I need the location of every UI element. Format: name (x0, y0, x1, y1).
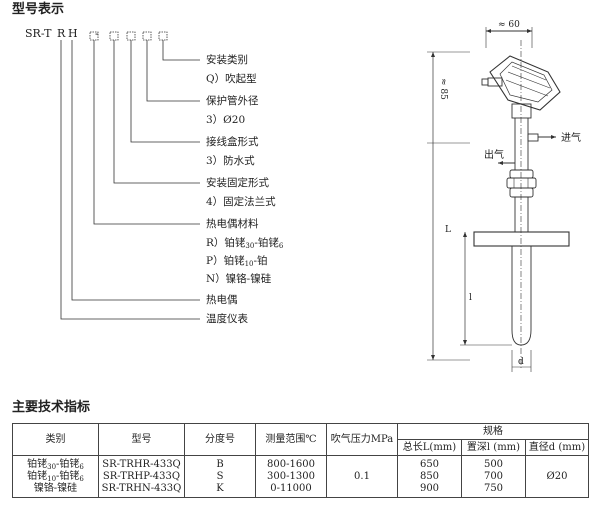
spec-table: 类别 型号 分度号 测量范围℃ 吹气压力MPa 规格 总长L(mm) 置深l (… (12, 423, 589, 498)
depth-cell: 500 700 750 (461, 455, 526, 498)
code-box-2 (109, 31, 119, 41)
code-box-1 (89, 31, 99, 41)
length-l-label: l (469, 293, 472, 303)
header-depth: 置深l (mm) (461, 439, 526, 456)
range-cell: 800-1600 300-1300 0-11000 (255, 455, 327, 498)
header-model: 型号 (98, 423, 185, 456)
total-length-cell: 650 850 900 (397, 455, 462, 498)
leader-thermocouple (71, 40, 200, 301)
legend-box-form-val: 3）防水式 (206, 155, 255, 167)
mounting-flange (473, 231, 570, 247)
model-cell: SR-TRHR-433Q SR-TRHP-433Q SR-TRHN-433Q (98, 455, 185, 498)
legend-material: 热电偶材料 (206, 218, 259, 230)
leader-tube-od (146, 40, 200, 102)
leader-install-type (162, 40, 200, 61)
legend-install-type: 安装类别 (206, 54, 248, 66)
hex-nut-1 (509, 169, 534, 179)
code-prefix: SR-T (25, 27, 52, 40)
hex-nut-2 (506, 177, 537, 189)
diameter-cell: Ø20 (525, 455, 589, 498)
dim-height-label: ≈ 85 (438, 78, 448, 100)
legend-material-p: P）铂铑10-铂 (206, 255, 268, 268)
dim-width-label: ≈ 60 (498, 20, 520, 30)
code-box-5 (158, 31, 168, 41)
code-box-4 (142, 31, 152, 41)
category-cell: 铂铑30-铂铑6 铂铑10-铂铑6 镍铬-镍硅 (12, 455, 99, 498)
header-pressure: 吹气压力MPa (326, 423, 398, 456)
box-neck (511, 103, 532, 119)
protection-tube (511, 246, 532, 346)
legend-box-form: 接线盒形式 (206, 136, 259, 148)
leader-material (93, 40, 200, 225)
legend-mount-form-val: 4）固定法兰式 (206, 196, 276, 208)
inlet-nozzle (527, 133, 539, 142)
code-box-3 (126, 31, 136, 41)
header-range: 测量范围℃ (255, 423, 327, 456)
legend-mount-form: 安装固定形式 (206, 177, 269, 189)
legend-install-type-q: Q）吹起型 (206, 73, 257, 85)
header-grade: 分度号 (184, 423, 256, 456)
code-r: R (57, 27, 66, 40)
grade-cell: B S K (184, 455, 256, 498)
legend-tube-od: 保护管外径 (206, 95, 259, 107)
code-h: H (68, 27, 78, 40)
code-dash: - (95, 27, 99, 40)
table-row: 铂铑30-铂铑6 铂铑10-铂铑6 镍铬-镍硅 SR-TRHR-433Q SR-… (12, 455, 589, 498)
legend-thermocouple: 热电偶 (206, 294, 238, 306)
leader-instrument (60, 40, 200, 320)
header-category: 类别 (12, 423, 99, 456)
legend-material-n: N）镍铬-镍硅 (206, 273, 272, 285)
specifications-heading: 主要技术指标 (12, 400, 91, 415)
legend-tree (60, 31, 200, 320)
hex-nut-3 (509, 187, 534, 198)
diameter-d-label: d (518, 357, 524, 367)
header-total-length: 总长L(mm) (397, 439, 462, 456)
junction-box (489, 55, 561, 111)
legend-tube-od-val: 3）Ø20 (206, 114, 246, 126)
outlet-label: 出气 (484, 148, 504, 161)
header-spec: 规格 (397, 423, 589, 440)
inlet-label: 进气 (561, 131, 581, 144)
header-diameter: 直径d (mm) (525, 439, 589, 456)
legend-material-r: R）铂铑30-铂铑6 (206, 237, 284, 250)
thermocouple-drawing (427, 27, 570, 372)
model-designation-heading: 型号表示 (12, 2, 65, 17)
length-L-label: L (445, 225, 451, 235)
leader-box-form (130, 40, 200, 143)
leader-mount-form (113, 40, 200, 184)
legend-instrument: 温度仪表 (206, 313, 248, 325)
pressure-cell: 0.1 (326, 455, 398, 498)
